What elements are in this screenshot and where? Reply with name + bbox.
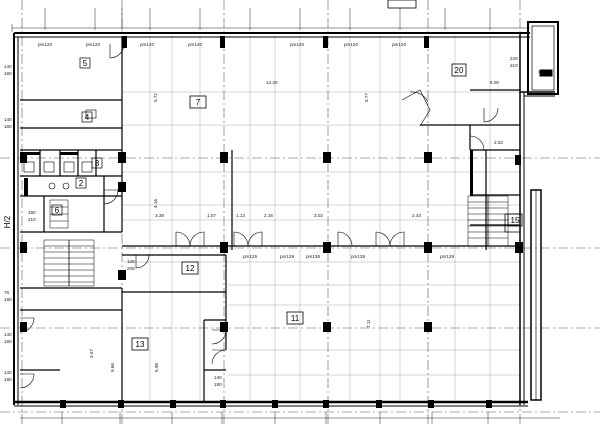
dim-140-d: 140	[4, 370, 12, 375]
dim-500: 5.00	[490, 80, 499, 85]
dim-pm120-5: pm120	[290, 42, 304, 47]
room-7-label: 7	[196, 98, 201, 107]
dim-252: 2.52	[494, 140, 503, 145]
room-15-label: 15	[511, 216, 520, 225]
annex-top-right	[527, 21, 559, 95]
room-2-label: 2	[79, 179, 84, 188]
dim-76: 76	[4, 290, 10, 295]
dim-180-e: 180	[4, 377, 12, 382]
dim-pm129-b: pm129	[280, 254, 294, 259]
dim-577: 5.77	[364, 93, 369, 102]
dim-180-c: 180	[4, 297, 12, 302]
top-dimension-ticks	[11, 8, 530, 32]
dim-243: 2.43	[412, 213, 421, 218]
dim-pm120-2: pm120	[86, 42, 100, 47]
room-labels: 7 11 12 13 15 20 2 3 4 5 6	[51, 57, 523, 351]
bottom-dimension-ticks	[20, 412, 560, 424]
room-13-label: 13	[136, 340, 145, 349]
dim-140-b: 140	[4, 117, 12, 122]
dim-pm129-a: pm129	[243, 254, 257, 259]
dim-302: 3.02	[314, 213, 323, 218]
dim-598: 5.98	[154, 363, 159, 372]
dim-216: 2.16	[264, 213, 273, 218]
interior-grid	[122, 36, 520, 400]
dim-228: 228	[510, 56, 518, 61]
dim-210-b: 210	[28, 217, 36, 222]
dim-pm138-b: pm138	[351, 254, 365, 259]
dim-338: 3.38	[155, 213, 164, 218]
dim-pm129-c: pm129	[440, 254, 454, 259]
dim-208: 208	[127, 266, 135, 271]
dim-pm120-4: pm120	[188, 42, 202, 47]
dim-pm120-7: pm120	[392, 42, 406, 47]
partitions	[20, 37, 520, 402]
dim-140-a: 140	[4, 64, 12, 69]
room-5-label: 5	[83, 59, 88, 68]
dim-125: 125	[127, 259, 135, 264]
dim-pm120-6: pm120	[344, 42, 358, 47]
dim-157: 1.57	[207, 213, 216, 218]
dim-1420: 14.20	[266, 80, 278, 85]
room-4-label: 4	[85, 113, 90, 122]
dim-140-e: 140	[214, 375, 222, 380]
dimension-labels: pm120 pm120 pm120 pm120 pm120 pm120 pm12…	[4, 42, 518, 387]
stair-left	[43, 199, 95, 287]
dim-180-f: 180	[214, 382, 222, 387]
east-facade	[530, 189, 542, 401]
dim-180-a: 180	[4, 71, 12, 76]
room-3-label: 3	[95, 159, 100, 168]
dim-113: 1.13	[236, 213, 245, 218]
dim-416: 4.16	[153, 199, 158, 208]
dim-pm120-3: pm120	[140, 42, 154, 47]
south-windows	[60, 400, 492, 408]
room-12-label: 12	[186, 264, 195, 273]
dim-pm120-1: pm120	[38, 42, 52, 47]
dim-180-b: 180	[4, 124, 12, 129]
dim-711: 7.11	[366, 319, 371, 328]
wall-hatching	[24, 150, 473, 196]
doors	[19, 43, 499, 389]
room-6-label: 6	[55, 206, 60, 215]
dim-210: 210	[510, 63, 518, 68]
dim-572: 5.72	[153, 93, 158, 102]
dim-180-g: 180	[28, 210, 36, 215]
top-frame-box	[387, 0, 417, 9]
dim-180-d: 180	[4, 339, 12, 344]
dim-566: 5.66	[110, 363, 115, 372]
dim-140-c: 140	[4, 332, 12, 337]
dim-357: 3.57	[89, 349, 94, 358]
axis-label-h2: H/2	[3, 215, 12, 228]
room-11-label: 11	[291, 314, 300, 323]
dim-pm138-a: pm138	[306, 254, 320, 259]
room-20-label: 20	[455, 66, 464, 75]
